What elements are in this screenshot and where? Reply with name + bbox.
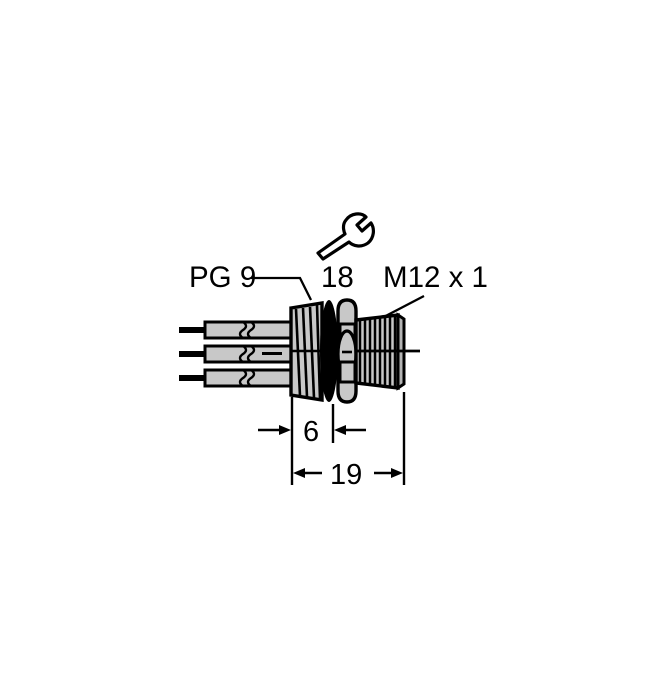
dimension-thread-length: 6: [258, 397, 366, 452]
cable-conductors: [179, 320, 293, 388]
o-ring-seal: [320, 300, 338, 402]
hex-flange-nut: [336, 298, 358, 404]
label-wrench-size: 18: [321, 261, 354, 294]
conductor-wire-top: [179, 320, 293, 340]
m12-male-thread: [354, 312, 420, 391]
leader-line-pg9: [251, 276, 313, 301]
conductor-wire-bottom: [179, 368, 293, 388]
dimension-overall-length: 19: [290, 392, 406, 491]
dimension-value-6: 6: [303, 416, 319, 448]
pg9-cable-gland: [289, 301, 324, 402]
dimension-value-19: 19: [330, 459, 362, 491]
wrench-icon: [316, 212, 375, 261]
label-m12-thread: M12 x 1: [383, 261, 488, 294]
label-pg9: PG 9: [189, 261, 256, 294]
conductor-wire-middle: [179, 344, 293, 364]
